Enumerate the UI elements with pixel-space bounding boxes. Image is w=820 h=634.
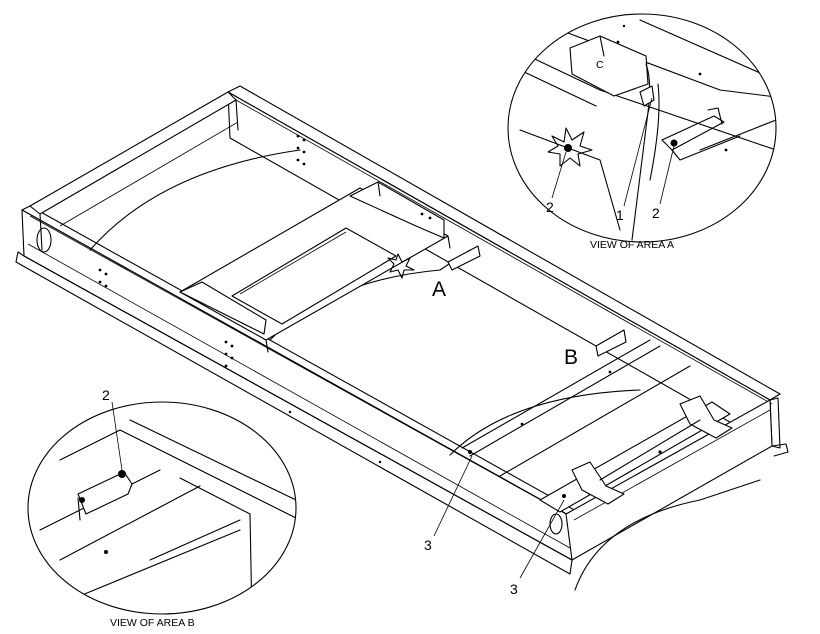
svg-text:C: C: [596, 59, 604, 71]
detail-view-b: [27, 401, 297, 615]
area-label-b: B: [564, 346, 578, 369]
starburst-marker-a: [547, 127, 593, 167]
area-label-a: A: [432, 278, 446, 301]
callout-3-right: 3: [510, 581, 518, 597]
callout-1-view-a: 1: [616, 207, 624, 223]
callout-2-view-b: 2: [102, 387, 110, 403]
view-a-caption: VIEW OF AREA A: [590, 239, 674, 251]
main-frame: [15, 85, 789, 591]
bolt-holes: [98, 134, 662, 498]
detail-view-a: C: [507, 13, 777, 243]
view-b-caption: VIEW OF AREA B: [110, 617, 195, 629]
callout-3-center: 3: [424, 537, 432, 553]
callout-2-view-a-right: 2: [652, 205, 660, 221]
starburst-marker: [387, 253, 415, 279]
callout-2-view-a-left: 2: [546, 199, 554, 215]
